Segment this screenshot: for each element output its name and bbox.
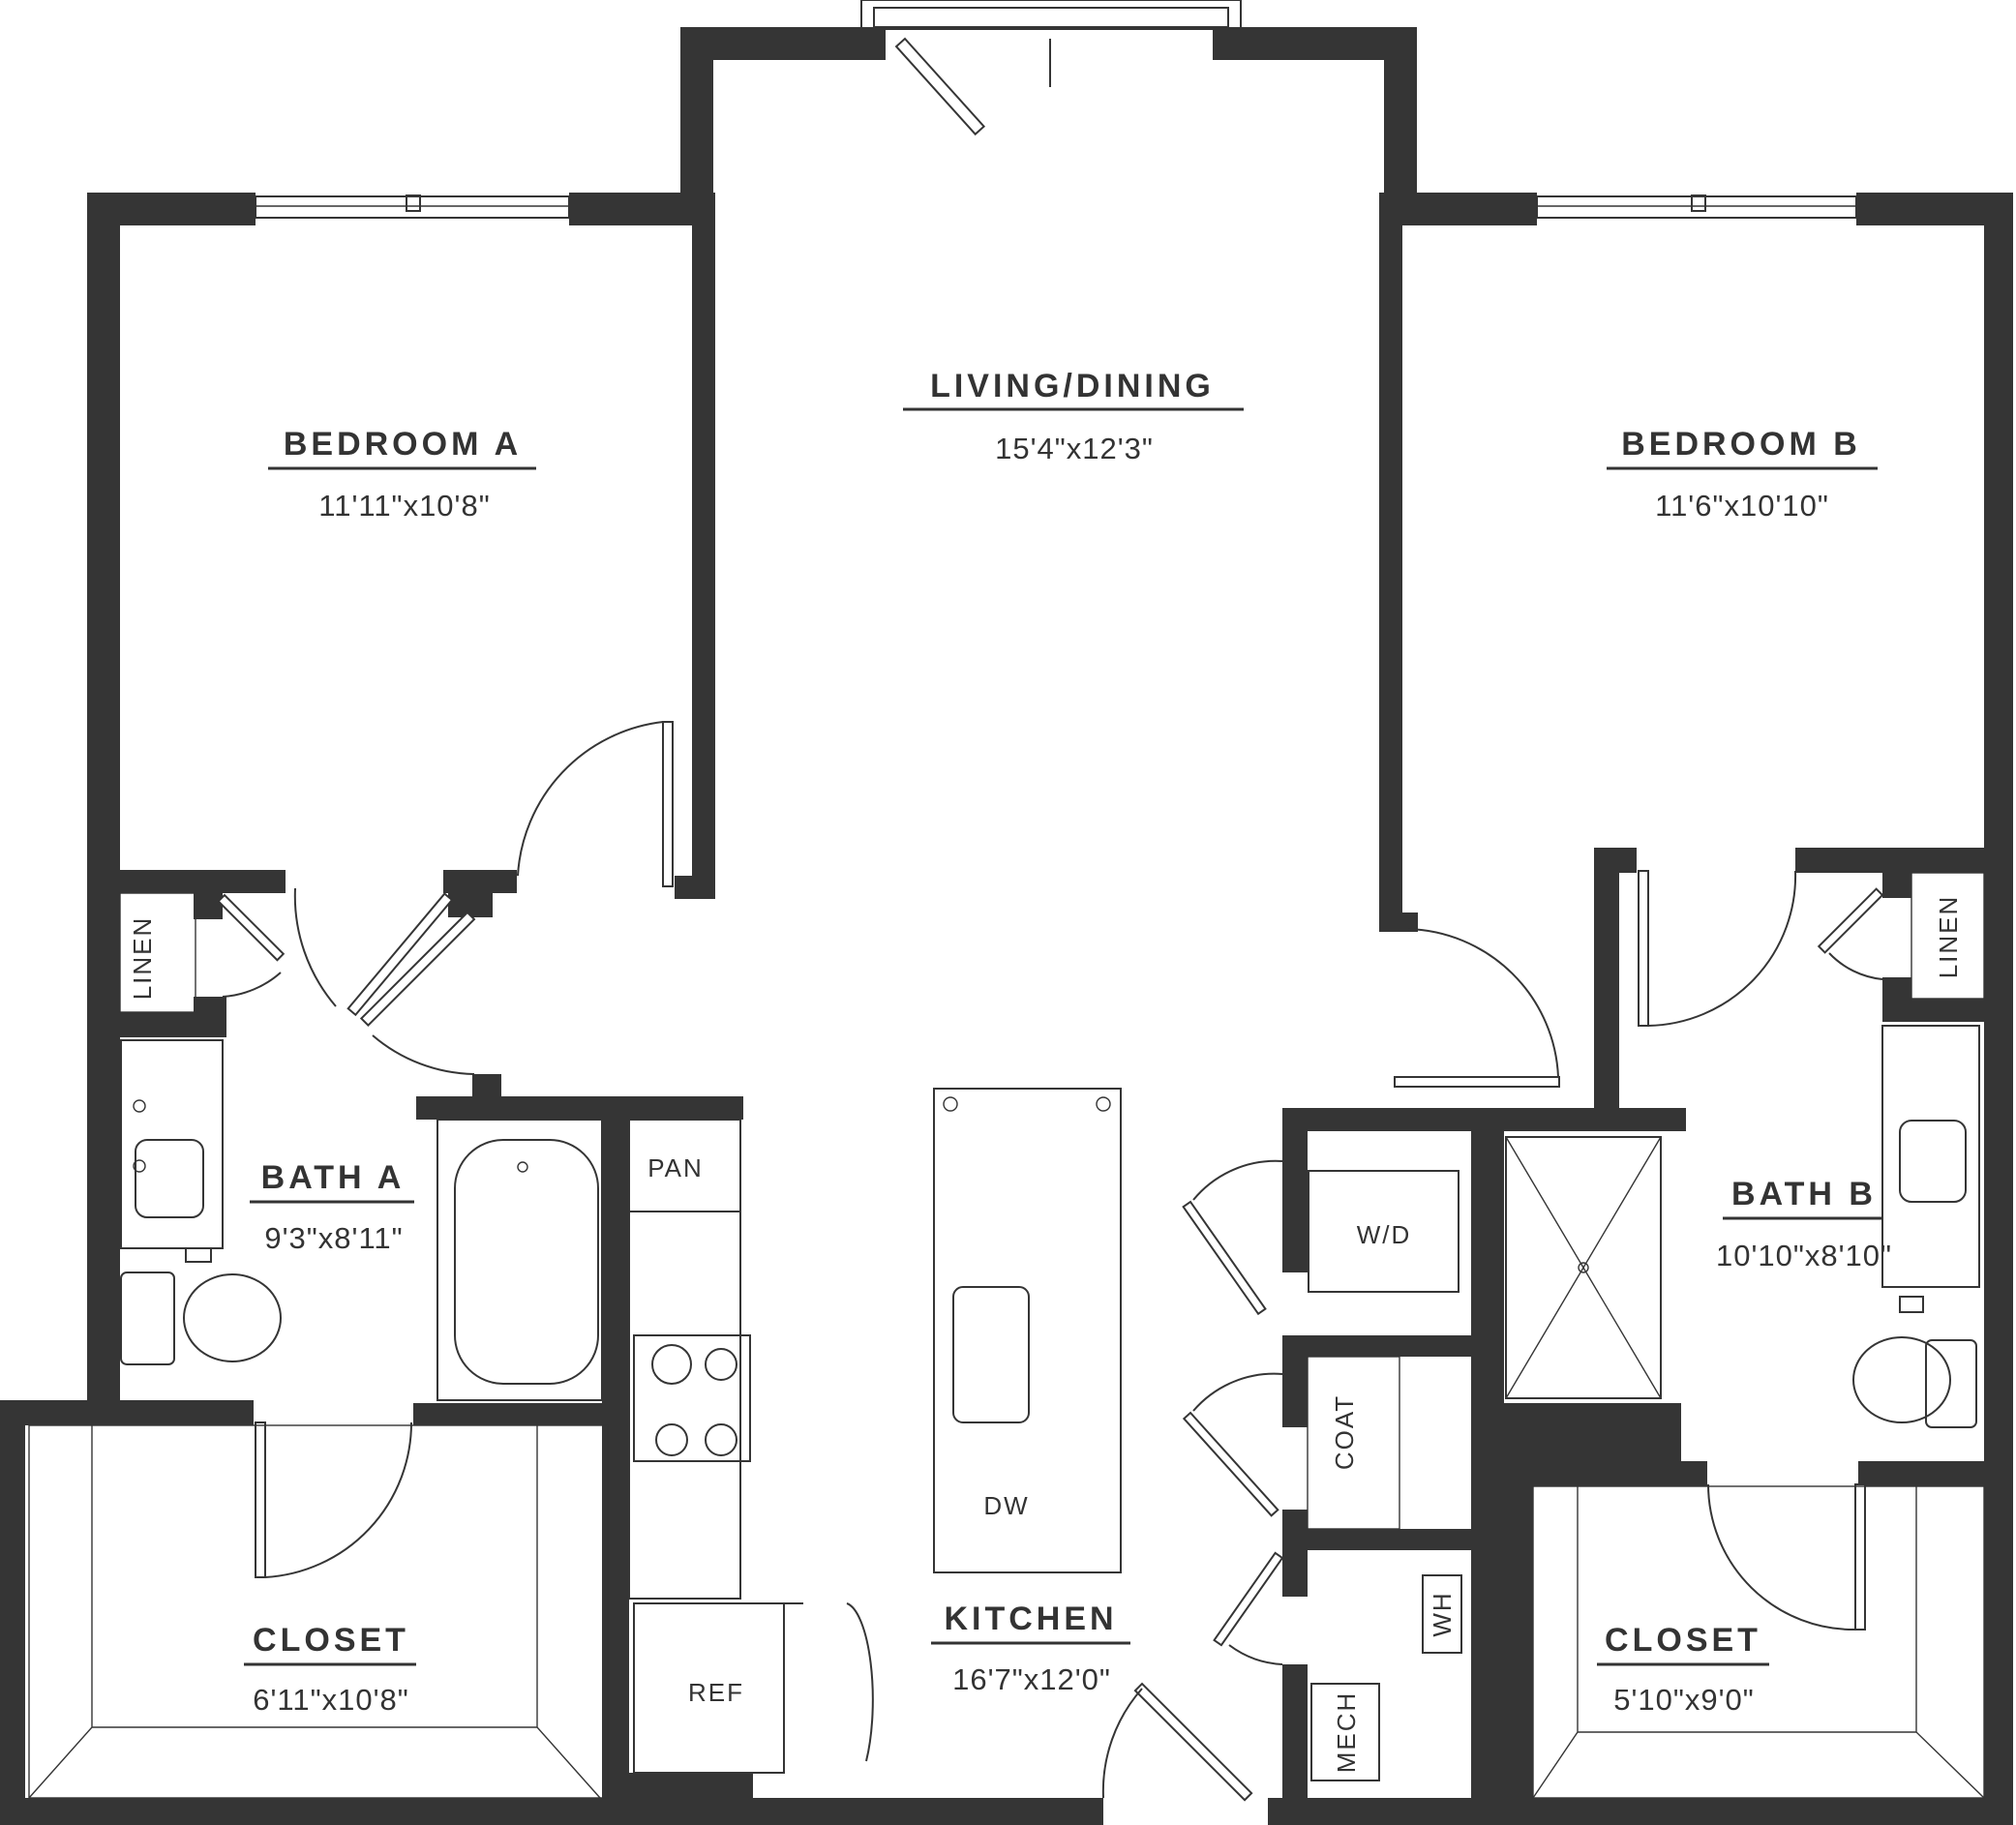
room-label-bedroom-a: BEDROOM A 11'11"x10'8" [268, 426, 536, 523]
windows [255, 0, 1857, 219]
room-name: BATH A [261, 1159, 406, 1196]
water-heater-label: WH [1428, 1591, 1457, 1636]
room-size: 5'10"x9'0" [1613, 1683, 1755, 1717]
washer-dryer-label: W/D [1357, 1220, 1412, 1249]
linen-a-label: LINEN [128, 916, 157, 1001]
walls [0, 27, 2013, 1825]
room-name: KITCHEN [944, 1601, 1117, 1637]
pantry-label: PAN [647, 1153, 704, 1182]
room-size: 15'4"x12'3" [995, 432, 1154, 465]
doors [217, 37, 1884, 1802]
room-size: 11'11"x10'8" [318, 489, 490, 523]
room-label-bedroom-b: BEDROOM B 11'6"x10'10" [1607, 426, 1878, 523]
room-size: 10'10"x8'10" [1716, 1239, 1892, 1272]
room-name: BATH B [1731, 1176, 1877, 1212]
fixture-graphics [28, 872, 1985, 1799]
room-size: 9'3"x8'11" [264, 1221, 403, 1255]
coat-label: COAT [1330, 1394, 1359, 1470]
room-name: BEDROOM A [284, 426, 522, 463]
dishwasher-label: DW [983, 1491, 1029, 1520]
room-label-closet-a: CLOSET 6'11"x10'8" [244, 1622, 416, 1717]
room-label-kitchen: KITCHEN 16'7"x12'0" [931, 1601, 1130, 1696]
room-size: 11'6"x10'10" [1655, 489, 1829, 523]
room-name: BEDROOM B [1621, 426, 1861, 463]
room-label-closet-b: CLOSET 5'10"x9'0" [1597, 1622, 1769, 1717]
room-name: LIVING/DINING [930, 368, 1215, 404]
room-label-living: LIVING/DINING 15'4"x12'3" [903, 368, 1244, 465]
mechanical-label: MECH [1332, 1691, 1361, 1774]
room-label-bath-a: BATH A 9'3"x8'11" [250, 1159, 414, 1255]
linen-b-label: LINEN [1934, 895, 1963, 979]
room-label-bath-b: BATH B 10'10"x8'10" [1716, 1176, 1892, 1272]
room-size: 6'11"x10'8" [253, 1683, 409, 1717]
room-name: CLOSET [253, 1622, 409, 1659]
refrigerator-label: REF [688, 1678, 744, 1707]
room-size: 16'7"x12'0" [952, 1662, 1111, 1696]
room-name: CLOSET [1605, 1622, 1761, 1659]
